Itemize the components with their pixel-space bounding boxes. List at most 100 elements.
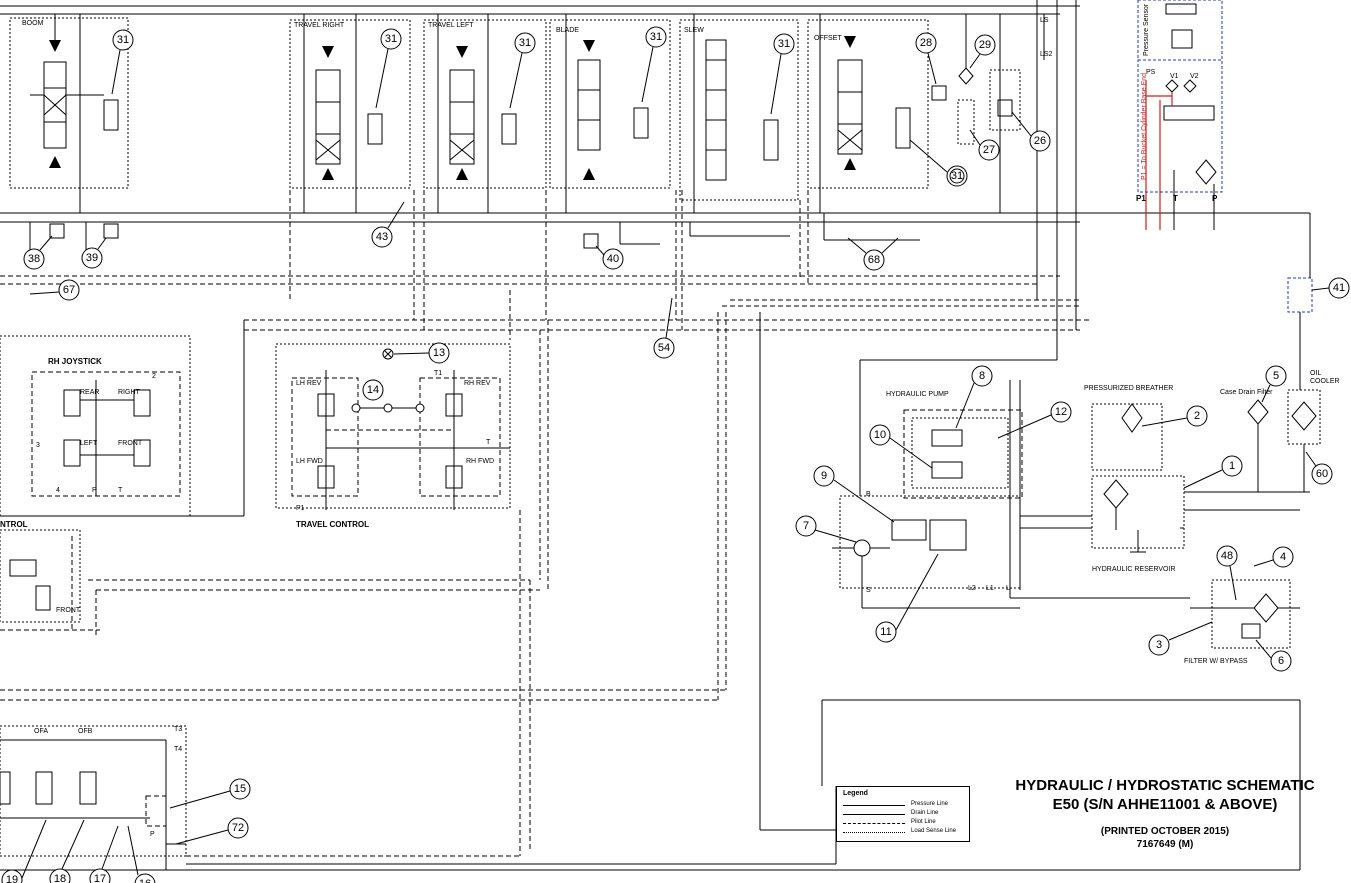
svg-text:7: 7	[803, 520, 809, 532]
valve-bank: LS LS2 BOOM TRAVEL RIGHT	[0, 0, 1310, 700]
boom-section: BOOM	[9, 14, 129, 213]
cooler-group: Case Drain Filter OIL COOLER	[1220, 213, 1340, 492]
svg-text:60: 60	[1316, 468, 1328, 480]
slew-section: SLEW	[679, 14, 799, 213]
svg-text:16: 16	[139, 878, 151, 883]
svg-text:28: 28	[920, 37, 932, 49]
part-number: 7167649 (M)	[1136, 839, 1194, 850]
tc-port-p1: P1	[296, 505, 305, 512]
callout-5: 5	[1261, 365, 1287, 403]
legend-item-load-sense: Load Sense Line	[841, 828, 965, 836]
svg-text:41: 41	[1333, 282, 1345, 294]
callout-8: 8	[955, 365, 993, 429]
port-rh-rev: RH REV	[464, 380, 491, 387]
callout-1: 1	[1183, 455, 1243, 489]
pressure-sensor-label: Pressure Sensor	[1143, 3, 1150, 56]
svg-text:9: 9	[821, 470, 827, 482]
svg-text:1: 1	[1229, 460, 1235, 472]
callout-72: 72	[175, 817, 249, 845]
legend-item-drain: Drain Line	[841, 810, 965, 818]
port-ls2: LS2	[1040, 51, 1053, 58]
callout-4: 4	[1253, 546, 1294, 568]
joy-port-right: RIGHT	[118, 389, 141, 396]
legend-item-pressure: Pressure Line	[841, 801, 965, 809]
svg-text:31: 31	[778, 38, 790, 50]
svg-text:14: 14	[367, 384, 379, 396]
callout-60: 60	[1305, 451, 1333, 485]
legend-heading: Legend	[843, 790, 868, 797]
svg-text:48: 48	[1221, 550, 1233, 562]
control-label: NTROL	[0, 520, 28, 529]
port-v1: V1	[1170, 73, 1179, 80]
travel-left-label: TRAVEL LEFT	[428, 22, 474, 29]
callout-31e: 31	[770, 33, 795, 115]
svg-text:38: 38	[28, 253, 40, 265]
ctrl-port-front: FRONT	[56, 607, 81, 614]
port-lh-rev: LH REV	[296, 380, 322, 387]
joy-port-2: 2	[152, 373, 156, 380]
callout-39: 39	[81, 237, 107, 269]
svg-text:5: 5	[1273, 370, 1279, 382]
callout-10: 10	[869, 424, 933, 469]
svg-text:6: 6	[1278, 655, 1284, 667]
case-drain-filter-label: Case Drain Filter	[1220, 389, 1273, 396]
svg-text:19: 19	[6, 874, 18, 883]
left-control: NTROL FRONT	[0, 520, 726, 701]
schematic-model: E50 (S/N AHHE11001 & ABOVE)	[1052, 796, 1278, 813]
schematic-title: HYDRAULIC / HYDROSTATIC SCHEMATIC	[1015, 777, 1315, 794]
callout-27: 27	[969, 129, 1000, 161]
boom-label: BOOM	[22, 20, 44, 27]
svg-text:2: 2	[1194, 410, 1200, 422]
svg-text:68: 68	[868, 254, 880, 266]
pump-port-l: L	[1006, 585, 1010, 592]
hydraulic-pump: HYDRAULIC PUMP S L2 L1 L B	[832, 359, 1057, 609]
callout-43: 43	[371, 201, 405, 248]
callout-2: 2	[1141, 405, 1208, 427]
port-lh-fwd: LH FWD	[296, 458, 323, 465]
port-ps: PS	[1146, 69, 1156, 76]
port-ofa: OFA	[34, 728, 48, 735]
man-port-p: P	[150, 831, 155, 838]
hydraulic-pump-label: HYDRAULIC PUMP	[886, 391, 949, 398]
svg-text:43: 43	[376, 231, 388, 243]
svg-text:3: 3	[1156, 639, 1162, 651]
joy-port-p: P	[92, 487, 97, 494]
joy-port-4: 4	[56, 487, 60, 494]
legend-item-pilot: Pilot Line	[841, 819, 965, 827]
svg-text:18: 18	[54, 873, 66, 883]
port-rh-fwd: RH FWD	[466, 458, 494, 465]
port-p1: P1	[1136, 194, 1146, 203]
callout-68: 68	[847, 237, 899, 271]
port-t3: T3	[174, 726, 182, 733]
port-p: P	[1212, 194, 1218, 203]
callout-41: 41	[1311, 277, 1350, 299]
svg-text:31: 31	[951, 170, 963, 182]
travel-control-label: TRAVEL CONTROL	[296, 520, 369, 529]
port-t1: T1	[434, 370, 442, 377]
bucket-cyl-label: P1 = To Bucket Cylinder Base End	[1141, 73, 1148, 180]
travel-right-label: TRAVEL RIGHT	[294, 22, 345, 29]
port-v2: V2	[1190, 73, 1199, 80]
callout-29: 29	[969, 34, 996, 69]
port-ofb: OFB	[78, 728, 93, 735]
callout-48: 48	[1216, 545, 1238, 601]
filter-bypass: FILTER W/ BYPASS	[1009, 380, 1300, 665]
svg-text:10: 10	[874, 429, 886, 441]
travel-left-section: TRAVEL LEFT	[423, 14, 547, 213]
callout-31c: 31	[509, 32, 536, 109]
port-ls: LS	[1040, 17, 1049, 24]
reservoir-group: PRESSURIZED BREATHER HYDRAULIC RESERVOIR	[1020, 385, 1310, 573]
callout-12: 12	[997, 401, 1072, 439]
svg-text:17: 17	[94, 873, 106, 883]
callout-13: 13	[393, 342, 450, 364]
joy-port-3: 3	[36, 442, 40, 449]
svg-text:67: 67	[63, 284, 75, 296]
callout-38: 38	[23, 235, 53, 270]
title-block: HYDRAULIC / HYDROSTATIC SCHEMATIC E50 (S…	[990, 776, 1340, 851]
callout-3: 3	[1148, 621, 1213, 656]
svg-text:12: 12	[1055, 406, 1067, 418]
svg-text:39: 39	[86, 252, 98, 264]
svg-text:4: 4	[1280, 551, 1286, 563]
callout-19: 19	[1, 819, 47, 883]
